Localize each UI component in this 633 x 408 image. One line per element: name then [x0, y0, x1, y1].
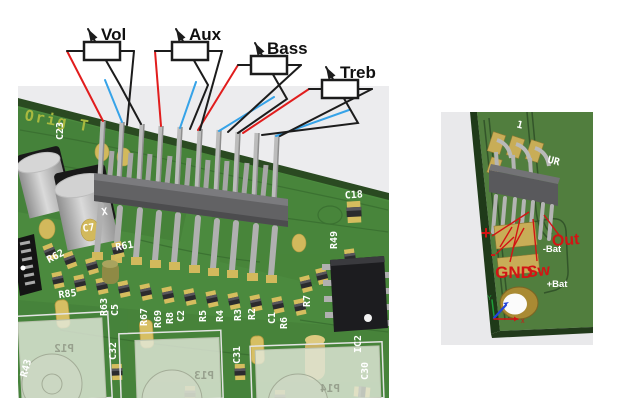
silk-R8: R8: [165, 312, 176, 324]
silk-R69: R69: [153, 310, 164, 328]
silk-R85: R85: [58, 288, 77, 301]
pot-label-aux: Aux: [189, 25, 222, 44]
pot-annotation: Vol Aux Bass Treb: [66, 25, 376, 137]
soic-ic: [322, 256, 389, 332]
annotation-minus: -: [490, 246, 495, 263]
pot-bodies: [82, 40, 360, 100]
silk-R4: R4: [215, 310, 226, 322]
left-figure: Orig T: [18, 25, 389, 398]
annotation-plus: +: [481, 223, 492, 243]
silk-R61: R61: [115, 240, 135, 254]
silkscreen-labels: C23 C7 X R61 R62 R85 R63 C5 C32 R67 R69 …: [19, 122, 371, 380]
gold-pads: [38, 142, 307, 253]
silk-C1: C1: [267, 312, 278, 324]
right-board-left-edge: [470, 112, 500, 334]
silk-C32: C32: [108, 342, 119, 360]
red-leader-lines: [491, 211, 560, 263]
axis-y-label: Y: [487, 295, 492, 302]
left-photo: Orig T: [18, 86, 389, 398]
silk-R5: R5: [198, 310, 209, 322]
header-bar: [94, 173, 288, 227]
silk-C7: C7: [82, 222, 95, 235]
silk-C31: C31: [232, 346, 243, 364]
mounting-hole: [499, 286, 539, 320]
silk-R2: R2: [247, 308, 258, 320]
right-board-bottom-edge: [491, 327, 593, 338]
annotation-pos-bat: +Bat: [547, 279, 569, 290]
trimmer-label-1: P12: [54, 342, 74, 355]
silk-R3: R3: [233, 309, 244, 321]
pot-label-bass: Bass: [267, 39, 308, 58]
board-top-edge: [18, 98, 389, 201]
silk-C18: C18: [344, 189, 363, 201]
trimmer-label-2: P13: [194, 369, 214, 382]
silk-C23: C23: [55, 122, 66, 140]
silk-C2: C2: [176, 310, 187, 322]
annotation-sw: Sw: [526, 262, 551, 281]
silk-R67: R67: [139, 308, 150, 326]
silk-R63: R63: [99, 298, 110, 316]
header-lead-pads: [92, 252, 277, 283]
annotation-gnd: GND: [495, 263, 533, 282]
right-silk-ref: UR: [546, 155, 561, 169]
header-back-pins: [97, 120, 280, 201]
silk-R6: R6: [279, 317, 290, 329]
edge-connector: [18, 234, 42, 296]
red-wires: [66, 50, 310, 134]
pot-label-treb: Treb: [340, 63, 376, 82]
trimmer-pots: P12 P13 P14: [18, 310, 385, 398]
arrowheads: [88, 29, 336, 80]
silk-IC2: IC2: [353, 335, 364, 353]
silk-X: X: [101, 207, 109, 219]
trimmer-label-3: P14: [320, 382, 340, 395]
annotation-out: Out: [551, 231, 580, 250]
axis-x-label: x: [521, 318, 525, 325]
axis-triad: Y x: [487, 295, 525, 325]
pot-label-vol: Vol: [101, 25, 126, 44]
silk-R7: R7: [302, 295, 313, 307]
right-silk-pin1: 1: [515, 120, 524, 132]
silk-C30: C30: [360, 362, 371, 380]
right-header: [489, 151, 560, 241]
right-figure: Y x 1 UR + - Out -Bat GND Sw +Bat: [441, 112, 593, 345]
silk-R43: R43: [19, 358, 34, 378]
annotation-neg-bat: -Bat: [543, 244, 562, 255]
silk-C5: C5: [110, 304, 121, 316]
silk-R49: R49: [329, 231, 340, 249]
